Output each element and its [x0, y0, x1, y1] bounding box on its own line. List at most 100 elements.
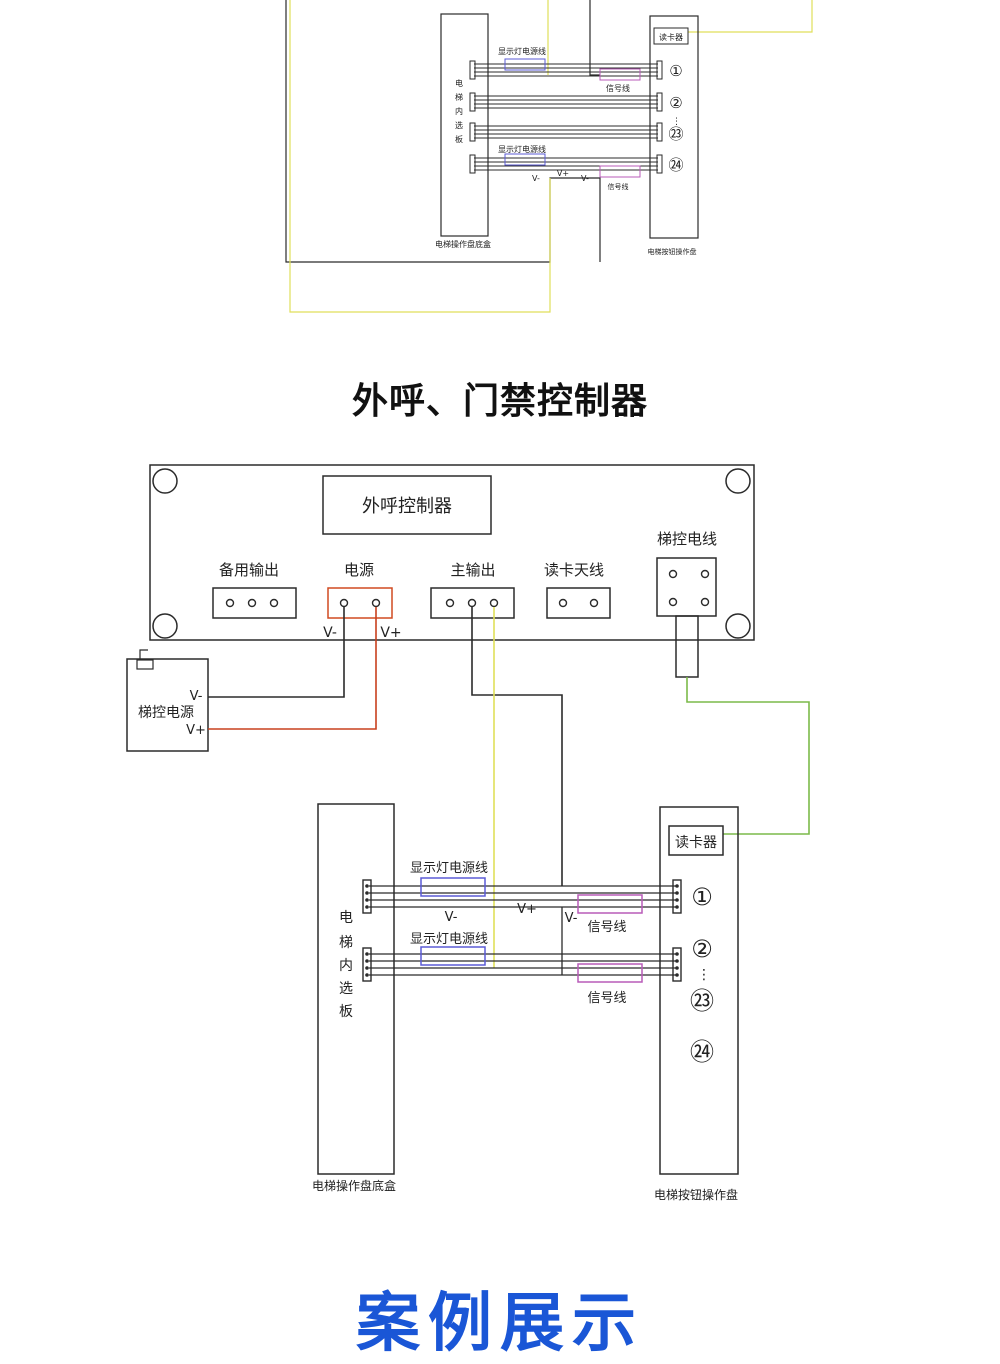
elevator-cable-sleeve — [675, 615, 699, 678]
elevator-cable-connector — [656, 557, 717, 617]
top-signal-block-1 — [599, 68, 641, 81]
elevator-cable-label: 梯控电线 — [657, 530, 717, 548]
power-terminal — [327, 587, 393, 619]
top-button-caption: 电梯按钮操作盘 — [648, 247, 697, 256]
button-panel — [659, 806, 739, 1175]
controller-vminus: V- — [323, 625, 337, 641]
controller-vplus: V+ — [380, 625, 401, 641]
top-panel-char-5: 板 — [455, 134, 463, 144]
power-supply-box — [126, 658, 209, 752]
top-panel-char-3: 内 — [455, 106, 463, 116]
top-signal-label-2: 信号线 — [608, 182, 629, 191]
button-1: ① — [691, 883, 713, 911]
panel-char-3: 内 — [339, 958, 353, 974]
card-reader-box — [668, 825, 724, 856]
top-bundle-1 — [474, 63, 658, 77]
antenna-terminal — [546, 587, 611, 619]
top-btn-23: ㉓ — [668, 125, 683, 143]
signal-label-1: 信号线 — [587, 920, 626, 935]
power-black-wire — [208, 607, 345, 698]
bottom-vplus: V+ — [517, 902, 537, 917]
card-reader-label: 读卡器 — [675, 834, 717, 851]
backup-output-terminal — [212, 587, 297, 619]
top-diagram: 读卡器 显示灯电源线 信号线 显示 — [285, 0, 813, 313]
controller-title: 外呼控制器 — [362, 496, 452, 517]
top-btn-2: ② — [669, 94, 682, 112]
top-elevator-box — [440, 13, 489, 237]
top-card-reader-box — [653, 27, 689, 45]
top-button-panel — [649, 15, 699, 239]
top-bundle-3 — [474, 125, 658, 139]
bottom-diagram: 读卡器 显示灯电源线 信号线 显示灯电源线 信号线 V- V+ — [312, 803, 739, 1202]
wiring-diagram: 读卡器 显示灯电源线 信号线 显示 — [126, 0, 813, 1202]
button-24: ㉔ — [690, 1038, 714, 1066]
top-signal-block-2 — [599, 165, 641, 178]
top-panel-char-2: 梯 — [455, 92, 463, 102]
led-label-1: 显示灯电源线 — [410, 861, 488, 876]
power-supply-name: 梯控电源 — [138, 705, 194, 721]
power-label: 电源 — [344, 561, 374, 579]
elevator-cable-pins — [668, 569, 710, 607]
power-supply-plug-lead — [139, 649, 148, 660]
top-black-wire-upper — [589, 0, 600, 76]
top-signal-label-1: 信号线 — [606, 83, 630, 93]
power-supply-plug — [136, 659, 154, 670]
top-led-label-1: 显示灯电源线 — [498, 46, 546, 56]
backup-output-pins — [225, 598, 279, 608]
top-vminus-1: V- — [532, 174, 540, 183]
mount-hole-tl — [152, 468, 178, 494]
power-red-wire — [208, 607, 377, 730]
top-led-label-2: 显示灯电源线 — [498, 144, 546, 154]
led-block-2 — [420, 946, 486, 966]
top-connectors — [469, 60, 663, 174]
power-pins — [339, 598, 381, 608]
power-supply-vminus: V- — [190, 689, 203, 704]
panel-char-1: 电 — [339, 910, 353, 926]
power-supply: 梯控电源 V- V+ — [126, 649, 209, 752]
top-led-block-1 — [504, 58, 546, 71]
panel-char-5: 板 — [339, 1004, 353, 1020]
top-panel-char-4: 选 — [455, 120, 463, 130]
power-supply-vplus: V+ — [186, 723, 206, 738]
top-bundle-2 — [474, 95, 658, 109]
bottom-connectors — [362, 879, 682, 982]
top-card-reader-label: 读卡器 — [659, 32, 683, 42]
top-vminus-2: V- — [581, 174, 589, 183]
button-2: ② — [691, 935, 713, 963]
mount-hole-bl — [152, 613, 178, 639]
button-ellipsis: ⋮ — [697, 967, 711, 983]
top-yellow-wire-loop — [289, 0, 551, 313]
mount-hole-tr — [725, 468, 751, 494]
button-caption: 电梯按钮操作盘 — [654, 1187, 738, 1202]
top-ellipsis: ⋮ — [672, 117, 681, 127]
controller-board — [149, 464, 755, 641]
top-btn-24: ㉔ — [668, 156, 683, 174]
top-black-wire-loop — [285, 0, 601, 263]
button-23: ㉓ — [690, 987, 714, 1015]
led-block-1 — [420, 877, 486, 897]
backup-output-label: 备用输出 — [219, 561, 279, 579]
antenna-pins — [558, 598, 599, 608]
controller-title-box — [322, 475, 492, 535]
signal-block-1 — [577, 894, 643, 914]
footer-title: 案例展示 — [356, 1287, 644, 1361]
top-led-block-2 — [504, 153, 546, 166]
section-heading: 外呼、门禁控制器 — [351, 381, 648, 422]
led-label-2: 显示灯电源线 — [410, 932, 488, 947]
bottom-connector-pins — [365, 884, 679, 977]
box-caption: 电梯操作盘底盒 — [312, 1178, 396, 1193]
antenna-label: 读卡天线 — [544, 561, 604, 579]
main-output-pins — [445, 598, 499, 608]
bottom-vminus-2: V- — [565, 911, 578, 926]
signal-block-2 — [577, 963, 643, 983]
main-output-label: 主输出 — [450, 561, 495, 579]
top-btn-1: ① — [669, 62, 682, 80]
panel-char-4: 选 — [339, 981, 353, 997]
top-panel-char-1: 电 — [455, 78, 463, 88]
top-vplus: V+ — [557, 169, 569, 178]
top-box-caption: 电梯操作盘底盒 — [435, 239, 491, 249]
elevator-box — [317, 803, 395, 1175]
mount-hole-br — [725, 613, 751, 639]
controller: 外呼控制器 备用输出 电源 V- V+ 主输出 读卡天线 梯控电线 — [149, 464, 755, 678]
signal-label-2: 信号线 — [587, 991, 626, 1006]
